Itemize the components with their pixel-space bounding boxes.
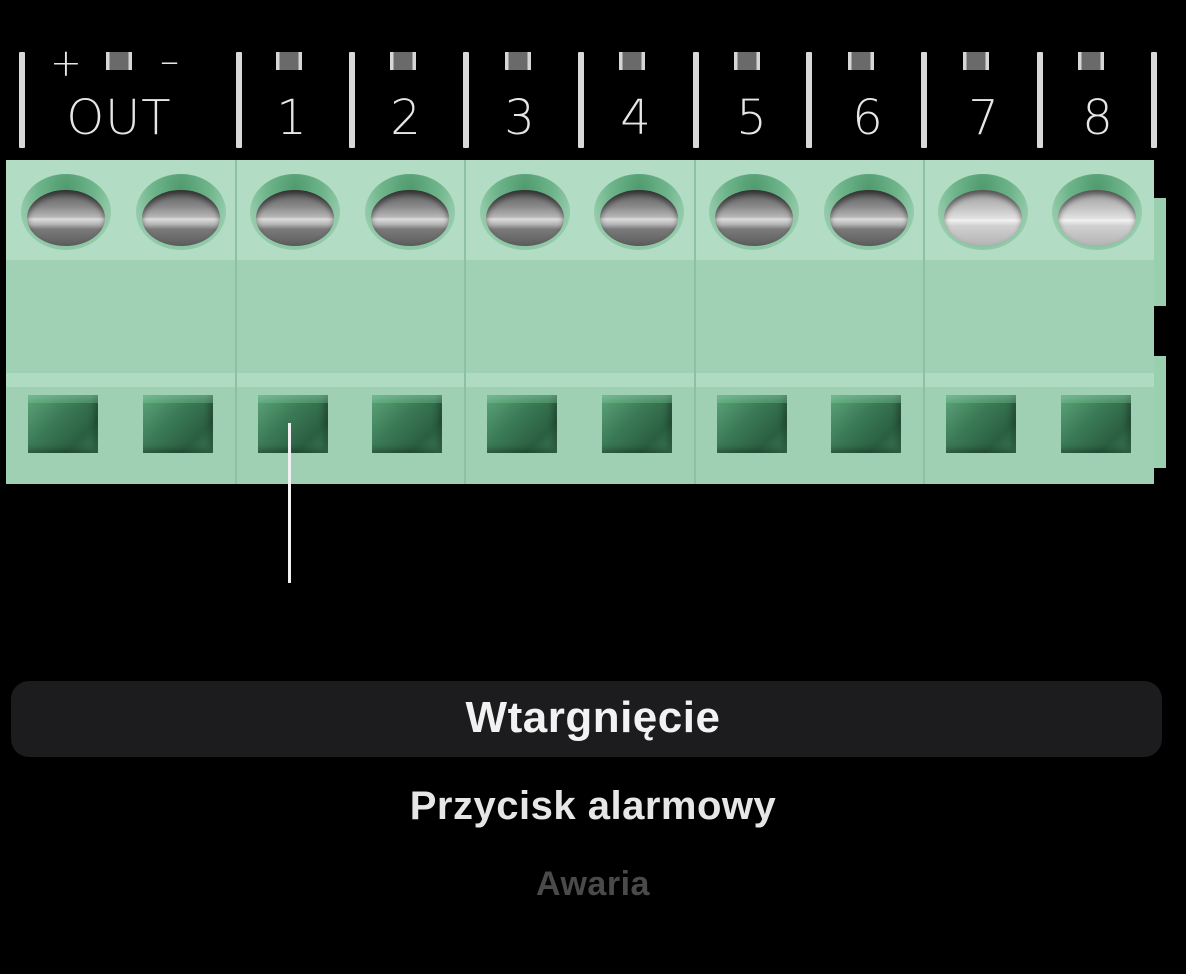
led-icon-4 (619, 52, 645, 70)
picker-option-selected[interactable]: Wtargnięcie (465, 693, 721, 742)
led-icon-6 (848, 52, 874, 70)
screw-icon (944, 190, 1022, 246)
pin-label-3: 3 (504, 90, 536, 146)
label-separator (693, 52, 699, 148)
wire-entry-7[interactable] (946, 395, 1016, 453)
module-divider (235, 160, 237, 484)
picker-option[interactable]: Awaria (536, 865, 650, 901)
wire-entry-6[interactable] (831, 395, 901, 453)
block-side-latch (1154, 356, 1166, 468)
screw-4[interactable] (594, 174, 684, 250)
wire-entry-3[interactable] (487, 395, 557, 453)
output-label: OUT (66, 90, 172, 146)
module-divider (694, 160, 696, 484)
pin-label-6: 6 (852, 90, 884, 146)
label-separator (806, 52, 812, 148)
pin-label-4: 4 (620, 90, 652, 146)
block-front-face (6, 260, 1154, 373)
wire-entry-8[interactable] (1061, 395, 1131, 453)
wire-entry-4[interactable] (602, 395, 672, 453)
label-separator (1037, 52, 1043, 148)
led-icon-2 (390, 52, 416, 70)
terminal-labels: + – OUT 1 2 3 4 5 6 7 8 (0, 0, 1186, 160)
picker-option[interactable]: Przycisk alarmowy (409, 784, 777, 828)
wire-entry-5[interactable] (717, 395, 787, 453)
led-icon-1 (276, 52, 302, 70)
label-separator (1151, 52, 1157, 148)
label-separator (236, 52, 242, 148)
screw-icon (27, 190, 105, 246)
minus-sign: – (160, 39, 179, 83)
label-separator (463, 52, 469, 148)
led-icon-8 (1078, 52, 1104, 70)
screw-6[interactable] (824, 174, 914, 250)
label-separator (578, 52, 584, 148)
label-separator (921, 52, 927, 148)
wire-entry-2[interactable] (372, 395, 442, 453)
pin-label-1: 1 (276, 90, 308, 146)
pin-label-8: 8 (1082, 90, 1114, 146)
screw-icon (486, 190, 564, 246)
screw-icon (371, 190, 449, 246)
block-ridge (6, 373, 1154, 387)
pin-label-5: 5 (736, 90, 768, 146)
screw-5[interactable] (709, 174, 799, 250)
led-icon-7 (963, 52, 989, 70)
selected-terminal-pointer (288, 423, 291, 583)
led-icon-5 (734, 52, 760, 70)
zone-type-picker[interactable]: Wtargnięcie Przycisk alarmowy Awaria (0, 660, 1186, 920)
picker-selection-highlight (11, 681, 1162, 757)
screw-icon (715, 190, 793, 246)
screw-icon (600, 190, 678, 246)
screw-2[interactable] (365, 174, 455, 250)
screw-out-minus[interactable] (136, 174, 226, 250)
screw-icon (1058, 190, 1136, 246)
wire-entry-out-minus[interactable] (143, 395, 213, 453)
screw-1[interactable] (250, 174, 340, 250)
module-divider (923, 160, 925, 484)
module-divider (464, 160, 466, 484)
wire-entry-1[interactable] (258, 395, 328, 453)
screw-7[interactable] (938, 174, 1028, 250)
plus-sign: + (50, 41, 82, 85)
screw-icon (830, 190, 908, 246)
block-side-latch (1154, 198, 1166, 306)
pin-label-7: 7 (968, 90, 1000, 146)
screw-3[interactable] (480, 174, 570, 250)
output-led-icon (106, 52, 132, 70)
wire-entry-out-plus[interactable] (28, 395, 98, 453)
terminal-block (6, 160, 1154, 484)
label-separator (19, 52, 25, 148)
screw-icon (256, 190, 334, 246)
screw-out-plus[interactable] (21, 174, 111, 250)
label-separator (349, 52, 355, 148)
screw-8[interactable] (1052, 174, 1142, 250)
led-icon-3 (505, 52, 531, 70)
pin-label-2: 2 (390, 90, 422, 146)
screw-icon (142, 190, 220, 246)
